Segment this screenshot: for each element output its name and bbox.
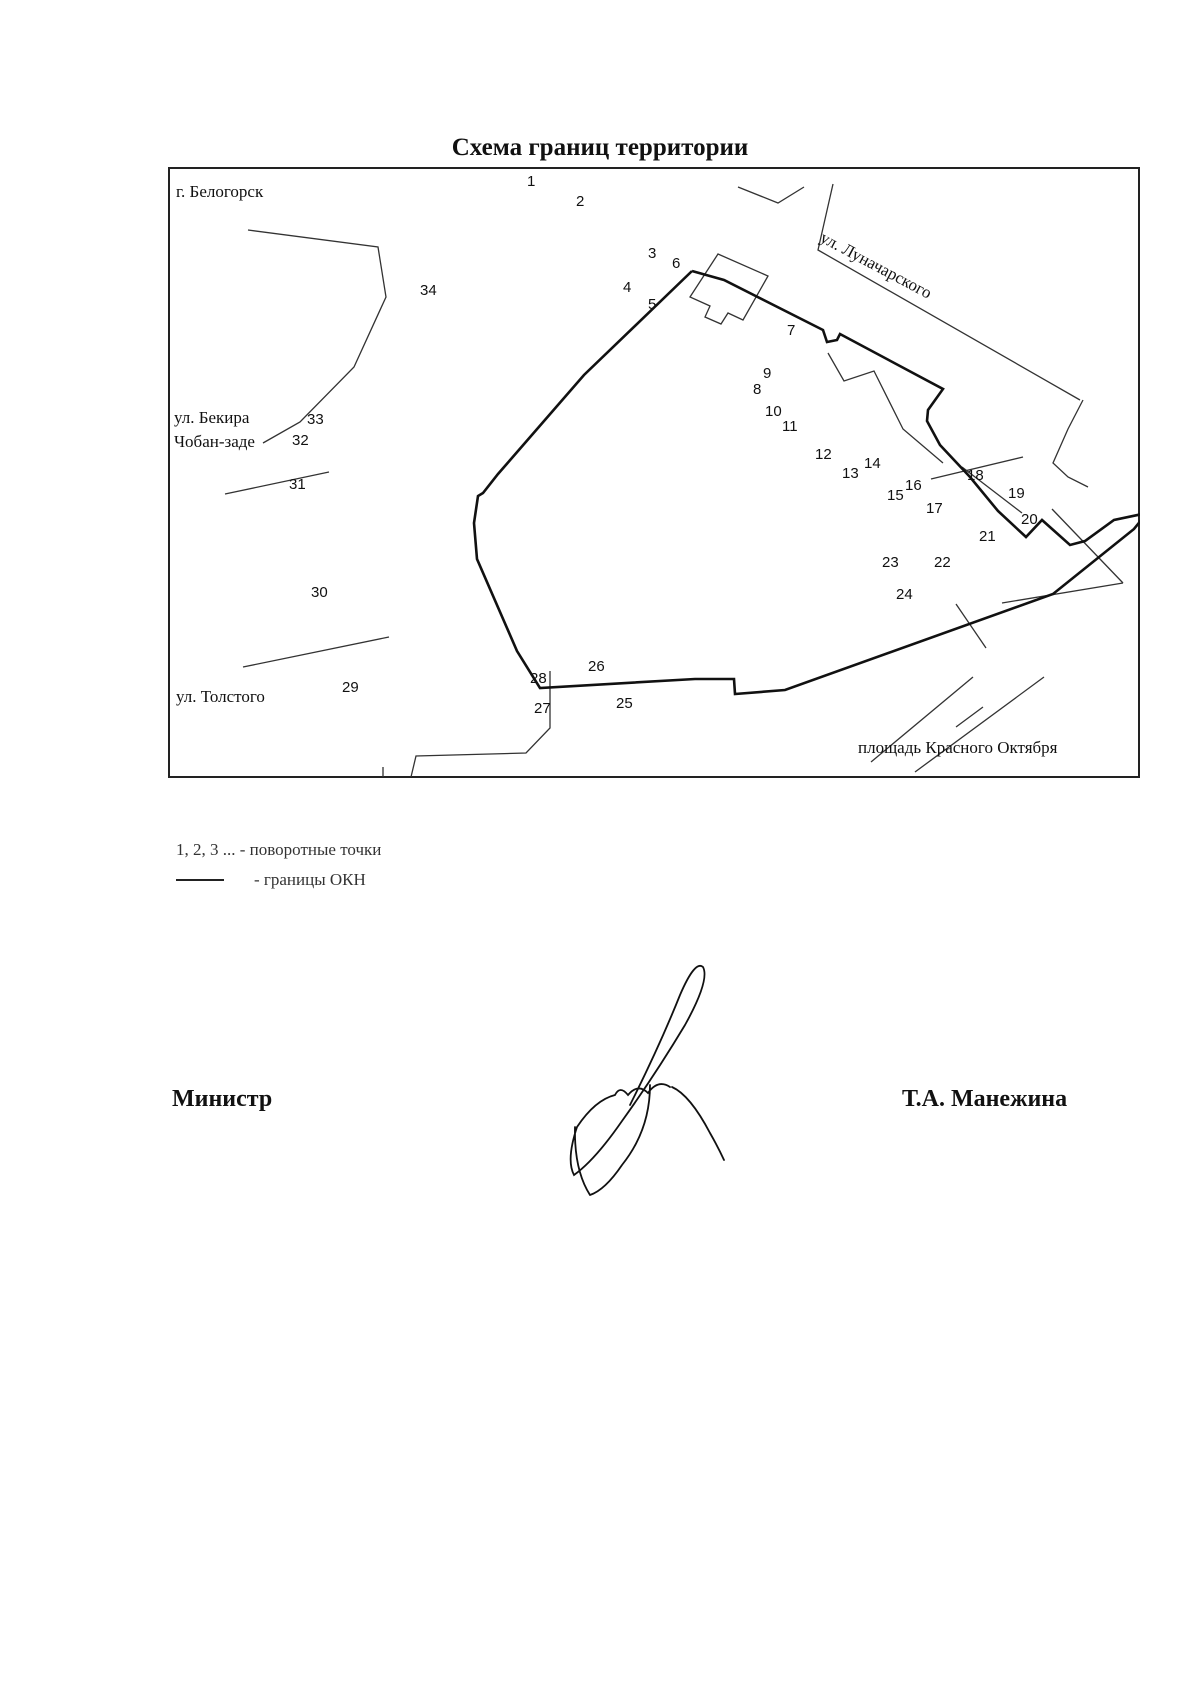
legend-boundary-text: - границы ОКН bbox=[254, 870, 366, 889]
point-label: 2 bbox=[576, 193, 584, 210]
point-label: 15 bbox=[887, 487, 904, 504]
street-label-tolstogo: ул. Толстого bbox=[176, 687, 265, 706]
point-label: 32 bbox=[292, 432, 309, 449]
legend-row-boundary: - границы ОКН bbox=[176, 865, 381, 895]
point-label: 13 bbox=[842, 465, 859, 482]
turning-points: 1 2 3 4 5 6 7 8 9 10 11 12 13 14 15 16 1… bbox=[289, 173, 1038, 717]
point-label: 8 bbox=[753, 381, 761, 398]
boundary-map: г. Белогорск ул. Луначарского ул. Бекира… bbox=[168, 167, 1140, 778]
point-label: 33 bbox=[307, 411, 324, 428]
point-label: 6 bbox=[672, 255, 680, 272]
point-label: 4 bbox=[623, 279, 631, 296]
city-label: г. Белогорск bbox=[176, 182, 264, 201]
point-label: 28 bbox=[530, 670, 547, 687]
signature-icon bbox=[569, 965, 725, 1196]
point-label: 14 bbox=[864, 455, 881, 472]
map-frame bbox=[168, 167, 1140, 778]
point-label: 24 bbox=[896, 586, 913, 603]
point-label: 25 bbox=[616, 695, 633, 712]
point-label: 7 bbox=[787, 322, 795, 339]
point-label: 26 bbox=[588, 658, 605, 675]
point-label: 1 bbox=[527, 173, 535, 190]
signatory-name: Т.А. Манежина bbox=[902, 1086, 1068, 1112]
legend-line-swatch bbox=[176, 879, 224, 881]
point-label: 9 bbox=[763, 365, 771, 382]
point-label: 17 bbox=[926, 500, 943, 517]
point-label: 23 bbox=[882, 554, 899, 571]
point-label: 12 bbox=[815, 446, 832, 463]
point-label: 27 bbox=[534, 700, 551, 717]
street-label-bekira-1: ул. Бекира bbox=[174, 408, 250, 427]
point-label: 10 bbox=[765, 403, 782, 420]
legend: 1, 2, 3 ... - поворотные точки - границы… bbox=[176, 835, 381, 895]
point-label: 16 bbox=[905, 477, 922, 494]
point-label: 22 bbox=[934, 554, 951, 571]
point-label: 11 bbox=[782, 418, 798, 435]
legend-points-text: 1, 2, 3 ... - поворотные точки bbox=[176, 840, 382, 859]
point-label: 31 bbox=[289, 476, 306, 493]
point-label: 34 bbox=[420, 282, 437, 299]
point-label: 30 bbox=[311, 584, 328, 601]
boundary-line bbox=[472, 269, 1140, 696]
point-label: 21 bbox=[979, 528, 996, 545]
point-label: 20 bbox=[1021, 511, 1038, 528]
point-label: 5 bbox=[648, 296, 656, 313]
point-label: 3 bbox=[648, 245, 656, 262]
street-label-bekira-2: Чобан-заде bbox=[174, 432, 255, 451]
square-label: площадь Красного Октября bbox=[858, 738, 1058, 757]
point-label: 18 bbox=[967, 467, 984, 484]
point-label: 19 bbox=[1008, 485, 1025, 502]
signatory-position: Министр bbox=[172, 1086, 273, 1112]
street-label-lunacharskogo: ул. Луначарского bbox=[817, 228, 935, 303]
point-label: 29 bbox=[342, 679, 359, 696]
legend-row-points: 1, 2, 3 ... - поворотные точки bbox=[176, 835, 381, 865]
street-lines bbox=[224, 183, 1124, 778]
page-title: Схема границ территории bbox=[451, 134, 749, 161]
